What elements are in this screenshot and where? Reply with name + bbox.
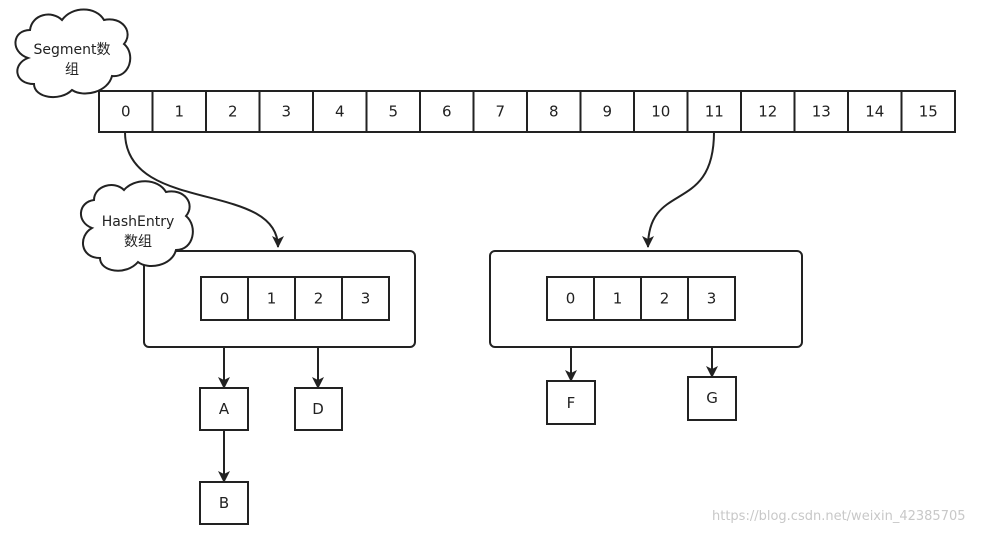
segment-cell-label-11: 11 xyxy=(705,103,724,121)
hashentry-left-cell-label-3: 3 xyxy=(361,290,371,308)
hashentry-right-cell-3 xyxy=(687,276,736,321)
segment-cell-0 xyxy=(98,90,154,133)
hashentry-right-cell-label-3: 3 xyxy=(707,290,717,308)
hashentry-left-cell-1 xyxy=(247,276,296,321)
hashentry-cloud-line2: 数组 xyxy=(124,234,152,250)
segment-cell-label-10: 10 xyxy=(651,103,670,121)
hashentry-cloud-line1: HashEntry xyxy=(102,214,175,230)
segment-cell-8 xyxy=(526,90,582,133)
segment-cloud xyxy=(14,8,132,99)
hashentry-cloud xyxy=(80,180,194,272)
segment-cell-9 xyxy=(579,90,635,133)
node-g-box xyxy=(687,376,737,421)
segment-cloud-line1: Segment数 xyxy=(34,42,111,58)
node-f-box xyxy=(546,380,596,425)
hashentry-right-cell-label-2: 2 xyxy=(660,290,670,308)
segment-cell-label-12: 12 xyxy=(758,103,777,121)
hashentry-right-cell-label-1: 1 xyxy=(613,290,623,308)
node-a-label: A xyxy=(219,400,230,418)
segment-cell-4 xyxy=(312,90,368,133)
segment-cell-10 xyxy=(633,90,689,133)
segment-cell-label-1: 1 xyxy=(174,103,184,121)
hashentry-left-cell-3 xyxy=(341,276,390,321)
segment-cell-7 xyxy=(472,90,528,133)
segment-cell-label-8: 8 xyxy=(549,103,559,121)
watermark: https://blog.csdn.net/weixin_42385705 xyxy=(712,509,966,524)
segment-cell-label-6: 6 xyxy=(442,103,452,121)
node-b-label: B xyxy=(219,494,229,512)
node-d-label: D xyxy=(312,400,324,418)
hashentry-left-cell-label-1: 1 xyxy=(267,290,277,308)
segment-cell-label-14: 14 xyxy=(865,103,884,121)
segment-cell-12 xyxy=(740,90,796,133)
segment-cell-label-13: 13 xyxy=(812,103,831,121)
node-g-label: G xyxy=(706,389,718,407)
segment-cell-5 xyxy=(365,90,421,133)
segment-cloud-line2: 组 xyxy=(65,62,79,78)
hashentry-right-cell-label-0: 0 xyxy=(566,290,576,308)
node-d-box xyxy=(294,387,343,431)
node-a-box xyxy=(199,387,249,431)
edge-segment11-to-hashentry-right xyxy=(642,131,715,248)
hashentry-right-array: 0 1 2 3 xyxy=(546,276,736,321)
segment-cell-label-0: 0 xyxy=(121,103,131,121)
segment-cell-label-5: 5 xyxy=(388,103,398,121)
hashentry-left-cell-label-2: 2 xyxy=(314,290,324,308)
segment-cell-15 xyxy=(900,90,956,133)
hashentry-left-cell-label-0: 0 xyxy=(220,290,230,308)
segment-cell-label-7: 7 xyxy=(495,103,505,121)
segment-cell-label-15: 15 xyxy=(919,103,938,121)
node-b-box xyxy=(199,481,249,525)
segment-cell-label-4: 4 xyxy=(335,103,345,121)
hashentry-left-cell-0 xyxy=(200,276,249,321)
segment-cell-13 xyxy=(793,90,849,133)
segment-cell-11 xyxy=(686,90,742,133)
segment-cell-label-2: 2 xyxy=(228,103,238,121)
node-f-label: F xyxy=(567,394,576,412)
edge-segment0-to-hashentry-left xyxy=(124,131,284,248)
hashentry-left-array: 0 1 2 3 xyxy=(200,276,390,321)
segment-cell-label-9: 9 xyxy=(602,103,612,121)
segment-cell-3 xyxy=(258,90,314,133)
segment-cell-label-3: 3 xyxy=(281,103,291,121)
